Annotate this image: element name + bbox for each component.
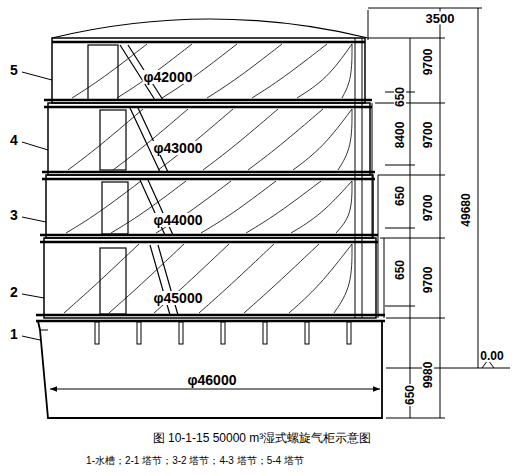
legend-note: 1-水槽；2-1 塔节；3-2 塔节；4-3 塔节；5-4 塔节: [85, 456, 305, 466]
spiral-rail: [291, 181, 352, 233]
diameter-label: φ46000: [187, 373, 238, 387]
callout-number: 4: [9, 133, 19, 147]
tank-wall: [40, 330, 48, 331]
callout-number: 1: [9, 327, 19, 341]
dimension-label: 9980: [422, 361, 434, 390]
spiral-rail: [297, 44, 352, 98]
diameter-label: φ44000: [153, 213, 204, 227]
dimension-line: [368, 8, 510, 418]
spiral-rail: [248, 109, 323, 170]
cup-bands: [36, 42, 385, 321]
spiral-rail: [66, 181, 141, 233]
dimension-line: [50, 389, 380, 390]
dimension-label: 9700: [422, 266, 434, 295]
pillar: [179, 322, 183, 344]
spiral-rail: [68, 109, 143, 170]
dimension-label: 650: [404, 384, 416, 406]
spiral-rail: [199, 244, 274, 313]
dimension-label: 650: [394, 259, 406, 281]
dimension-label: 3500: [425, 12, 456, 25]
water-tank: [38, 321, 382, 418]
spiral-rail: [252, 44, 327, 98]
dome-roof: [52, 19, 368, 38]
dimension-label: 650: [394, 86, 406, 108]
spiral-rail: [334, 244, 352, 313]
diameter-label: φ42000: [143, 70, 194, 84]
spiral-guide-rails: [64, 44, 352, 313]
leader-line: [22, 72, 52, 340]
spiral-rail: [246, 181, 321, 233]
figure-caption: 图 10-1-15 50000 m³湿式螺旋气柜示意图: [152, 432, 373, 444]
tier-2-shell: [46, 175, 373, 238]
spiral-rail: [336, 181, 352, 233]
dimension-label: 9700: [422, 194, 434, 223]
tier-1-shell: [44, 238, 376, 318]
dimension-label: 9700: [422, 121, 434, 150]
pillar: [347, 322, 351, 344]
spiral-rail: [338, 109, 352, 170]
tier-4-shell: [52, 38, 365, 103]
pillar: [221, 322, 225, 344]
callout-number: 2: [9, 285, 19, 299]
dimension-label: 8400: [394, 121, 406, 150]
pillar: [137, 322, 141, 344]
spiral-rail: [113, 109, 188, 170]
dimension-label: 49680: [460, 192, 472, 227]
spiral-rail: [201, 181, 276, 233]
diameter-label: φ43000: [153, 141, 204, 155]
spiral-rail: [207, 44, 282, 98]
tank-pillars: [95, 322, 351, 344]
spiral-rail: [293, 109, 352, 170]
tier-3-shell: [48, 103, 370, 175]
dimension-label: 0.00: [479, 350, 504, 362]
guide-rail: [355, 10, 384, 318]
callout-number: 3: [9, 208, 19, 222]
stair: [88, 45, 178, 315]
spiral-rail: [342, 44, 352, 98]
spiral-rail: [158, 109, 233, 170]
spiral-rail: [244, 244, 319, 313]
callout-number: 5: [9, 63, 19, 77]
spiral-rail: [64, 244, 139, 313]
spiral-rail: [289, 244, 352, 313]
pillar: [95, 322, 99, 344]
spiral-rail: [203, 109, 278, 170]
dimension-label: 650: [394, 185, 406, 207]
dimension-label: 9700: [422, 48, 434, 77]
diameter-label: φ45000: [153, 291, 204, 305]
pillar: [263, 322, 267, 344]
pillar: [305, 322, 309, 344]
spiral-rail: [72, 44, 147, 98]
